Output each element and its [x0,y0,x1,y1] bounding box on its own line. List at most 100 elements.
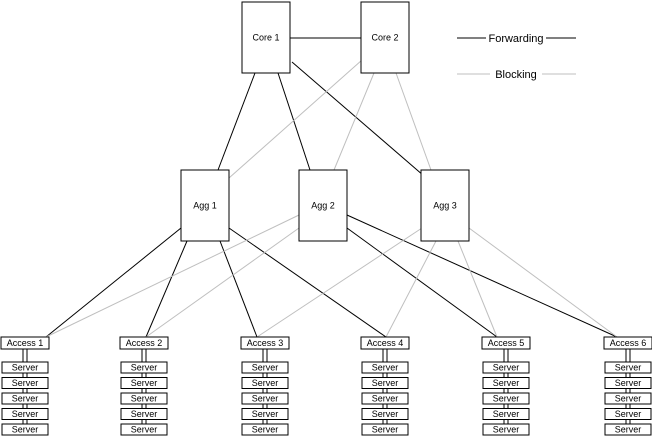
server-1-4: Server [1,408,49,420]
server-5-1-box [482,361,530,374]
server-5-3-label: Server [493,394,520,404]
agg-switch-2-box [298,169,348,242]
server-6-3: Server [604,392,652,405]
access-switch-1: Access 1 [0,336,50,350]
server-2-5-label: Server [131,425,158,435]
link-core-2-to-agg-3-blocking [395,72,432,171]
server-6-2: Server [604,377,652,389]
server-4-1-label: Server [372,363,399,373]
link-agg-3-to-access-4-blocking [385,240,437,338]
link-agg-2-to-access-2-blocking [145,227,300,338]
legend: Forwarding Blocking [457,33,576,81]
access-switch-6: Access 6 [603,336,652,350]
access-switch-4: Access 4 [360,336,410,350]
server-4-5-label: Server [372,425,399,435]
server-1-1: Server [1,361,49,374]
server-6-3-label: Server [615,394,642,404]
server-2-2-label: Server [131,378,158,388]
access-switch-6-box [603,336,652,350]
access-switch-6-label: Access 6 [610,338,647,348]
server-6-1-label: Server [615,363,642,373]
agg-switch-3-label: Agg 3 [433,201,457,211]
server-5-4-label: Server [493,409,520,419]
server-4-3: Server [361,392,409,405]
server-4-1: Server [361,361,409,374]
server-5-4-box [482,408,530,420]
server-6-1-box [604,361,652,374]
server-3-4-box [241,408,289,420]
server-4-5: Server [361,423,409,436]
server-2-4: Server [120,408,168,420]
access-switch-2-box [119,336,169,350]
server-2-5-box [120,423,168,436]
server-3-3-label: Server [252,394,279,404]
server-5-1-label: Server [493,363,520,373]
server-2-3-box [120,392,168,405]
server-6-5: Server [604,423,652,436]
core-switch-2-label: Core 2 [371,33,398,43]
server-2-1-box [120,361,168,374]
server-6-5-label: Server [615,425,642,435]
link-agg-3-to-access-6-blocking [468,227,618,338]
server-1-4-box [1,408,49,420]
access-switch-4-box [360,336,410,350]
server-3-2-box [241,377,289,389]
access-switch-1-box [0,336,50,350]
access-switch-1-label: Access 1 [7,338,44,348]
link-agg-2-to-access-6-forwarding [346,214,618,338]
server-1-2-box [1,377,49,389]
server-2-4-box [120,408,168,420]
server-1-1-label: Server [12,363,39,373]
server-3-2-label: Server [252,378,279,388]
server-3-1-box [241,361,289,374]
server-1-5-box [1,423,49,436]
server-4-2-box [361,377,409,389]
server-1-3-box [1,392,49,405]
core-switch-1: Core 1 [241,1,291,74]
server-1-5: Server [1,423,49,436]
server-5-2-label: Server [493,378,520,388]
server-5-4: Server [482,408,530,420]
server-3-5-label: Server [252,425,279,435]
server-3-5: Server [241,423,289,436]
server-5-1: Server [482,361,530,374]
server-1-2-label: Server [12,378,39,388]
access-switch-5: Access 5 [481,336,531,350]
server-4-4-label: Server [372,409,399,419]
access-switch-2: Access 2 [119,336,169,350]
server-3-4-label: Server [252,409,279,419]
server-1-3: Server [1,392,49,405]
access-switch-2-label: Access 2 [126,338,163,348]
server-5-5-box [482,423,530,436]
links-layer [45,37,618,338]
link-agg-1-to-access-2-forwarding [145,240,188,338]
server-4-5-box [361,423,409,436]
server-1-4-label: Server [12,409,39,419]
server-4-4: Server [361,408,409,420]
server-3-5-box [241,423,289,436]
core-switch-1-box [241,1,291,74]
agg-switch-1-box [180,169,230,242]
server-4-3-box [361,392,409,405]
server-4-2-label: Server [372,378,399,388]
link-agg-2-to-access-5-forwarding [346,227,498,338]
link-core-1-to-agg-3-forwarding [291,61,432,183]
server-2-2: Server [120,377,168,389]
server-6-5-box [604,423,652,436]
link-agg-3-to-access-3-blocking [256,227,423,338]
server-3-2: Server [241,377,289,389]
link-core-2-to-agg-2-blocking [333,72,375,171]
access-switch-3-label: Access 3 [247,338,284,348]
server-2-2-box [120,377,168,389]
server-5-3: Server [482,392,530,405]
agg-switch-2: Agg 2 [298,169,348,242]
server-3-1-label: Server [252,363,279,373]
core-switch-2: Core 2 [360,1,410,74]
agg-switch-1: Agg 1 [180,169,230,242]
agg-switch-1-label: Agg 1 [193,201,217,211]
link-agg-1-to-access-3-forwarding [219,240,258,338]
server-6-2-box [604,377,652,389]
server-2-3: Server [120,392,168,405]
